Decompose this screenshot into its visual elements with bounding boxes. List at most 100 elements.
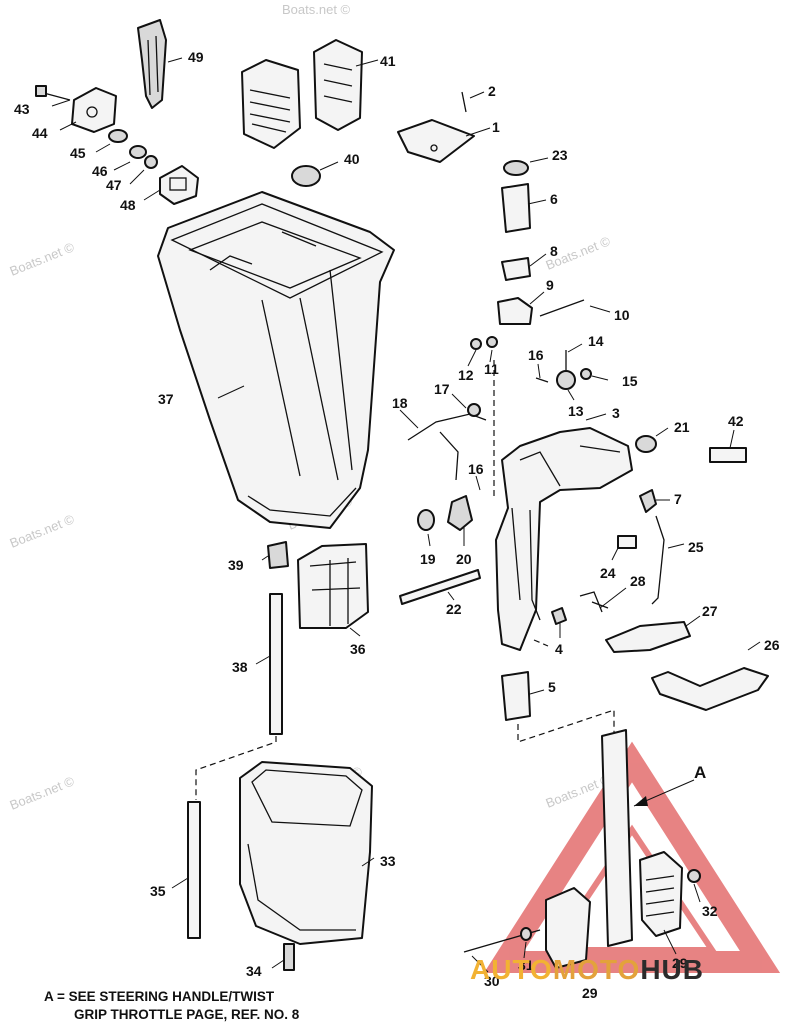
parts-43-48-fittings (35, 85, 199, 205)
part-36-rubber-block (297, 543, 369, 629)
part-27-bracket (605, 621, 691, 653)
callout-41: 41 (380, 53, 396, 69)
callout-21: 21 (674, 419, 690, 435)
part-35-tube (187, 801, 201, 939)
part-41-cover-halves (241, 39, 363, 149)
callout-20: 20 (456, 551, 472, 567)
callout-2: 2 (488, 83, 496, 99)
callout-46: 46 (92, 163, 108, 179)
callout-45: 45 (70, 145, 86, 161)
callout-5: 5 (548, 679, 556, 695)
part-39-bushing (267, 541, 289, 569)
callout-24: 24 (600, 565, 616, 581)
callout-44: 44 (32, 125, 48, 141)
callout-8: 8 (550, 243, 558, 259)
callout-4: 4 (555, 641, 563, 657)
callout-39: 39 (228, 557, 244, 573)
callout-7: 7 (674, 491, 682, 507)
part-3-swivel-bracket (495, 427, 633, 651)
part-28-spring (579, 591, 609, 613)
callout-11: 11 (484, 361, 499, 377)
footnote-line-2: GRIP THROTTLE PAGE, REF. NO. 8 (74, 1007, 300, 1022)
callout-18: 18 (392, 395, 408, 411)
callout-31: 31 (518, 957, 534, 973)
part-16-pin (535, 377, 549, 383)
callout-40: 40 (344, 151, 360, 167)
assembly-path (195, 736, 277, 800)
callout-43: 43 (14, 101, 30, 117)
callout-25: 25 (688, 539, 704, 555)
part-42-decal (709, 447, 747, 463)
callout-37: 37 (158, 391, 174, 407)
part-8-bushing (501, 257, 531, 281)
part-33-exhaust-housing (239, 761, 373, 945)
watermark: Boats.net © (8, 511, 77, 551)
logo-text-moto: MOTO (552, 954, 641, 985)
part-1-plate (397, 119, 475, 163)
part-49-clip (137, 19, 167, 109)
callout-6: 6 (550, 191, 558, 207)
callout-29: 29 (672, 955, 688, 971)
callout-32: 32 (702, 903, 718, 919)
footnote-line-1: A = SEE STEERING HANDLE/TWIST (44, 989, 275, 1004)
callout-14: 14 (588, 333, 604, 349)
part-40-grommet (291, 165, 321, 187)
watermark: Boats.net © (8, 239, 77, 279)
part-34-bolt (283, 943, 295, 971)
part-26-bracket (651, 667, 769, 711)
callout-9: 9 (546, 277, 554, 293)
part-2-screw (461, 91, 467, 113)
part-20-lever (447, 495, 473, 531)
part-22-pin (399, 569, 481, 605)
part-12-washer (470, 338, 482, 350)
callout-23: 23 (552, 147, 568, 163)
callout-12: 12 (458, 367, 474, 383)
part-6-bushing (501, 183, 531, 233)
part-17-washer (467, 403, 481, 417)
arrowhead (634, 796, 648, 806)
callout-34: 34 (246, 963, 262, 979)
steering-tube-assembly (463, 729, 701, 969)
part-25-rod (651, 515, 665, 605)
callout-38: 38 (232, 659, 248, 675)
part-9-clamp (497, 297, 533, 325)
callout-42: 42 (728, 413, 744, 429)
part-37-drive-shaft-housing (157, 191, 395, 529)
part-19-washer (417, 509, 435, 531)
callout-26: 26 (764, 637, 780, 653)
watermark: Boats.net © (282, 2, 351, 17)
callout-10: 10 (614, 307, 630, 323)
part-38-tube (269, 593, 283, 735)
part-5-bushing (501, 671, 531, 721)
part-11-nut (486, 336, 498, 348)
watermark: Boats.net © (8, 773, 77, 813)
assembly-path (493, 360, 549, 647)
part-15-nut (580, 368, 592, 380)
assembly-path (517, 709, 615, 743)
part-7-fitting (639, 489, 657, 513)
part-18-link (407, 413, 487, 481)
callout-17: 17 (434, 381, 450, 397)
callout-15: 15 (622, 373, 638, 389)
callout-22: 22 (446, 601, 462, 617)
callout-49: 49 (188, 49, 204, 65)
part-4-nut (551, 607, 567, 625)
callout-33: 33 (380, 853, 396, 869)
leader-lines (51, 57, 761, 973)
part-24-plate (617, 535, 637, 549)
callout-28: 28 (630, 573, 646, 589)
callout-36: 36 (350, 641, 366, 657)
logo-text-hub: HUB (640, 954, 704, 985)
part-10-bolt (539, 299, 585, 317)
callout-A: A (694, 763, 706, 782)
callout-30: 30 (484, 973, 500, 989)
callout-16: 16 (528, 347, 544, 363)
callout-29: 29 (582, 985, 598, 1001)
callout-1: 1 (492, 119, 500, 135)
part-13-knob (556, 370, 576, 390)
part-21-washer (635, 435, 657, 453)
part-23-washer (503, 160, 529, 176)
callout-19: 19 (420, 551, 436, 567)
